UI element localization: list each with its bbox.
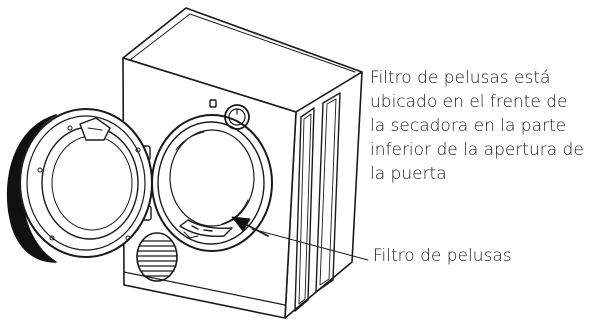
side-vent-right (315, 92, 341, 293)
description-line: ubicado en el frente de (370, 92, 568, 112)
open-door (6, 108, 153, 263)
description-line: Filtro de pelusas está (370, 68, 551, 88)
drum (169, 129, 255, 227)
lint-filter-callout-label: Filtro de pelusas (373, 246, 512, 266)
front-grille (136, 232, 178, 282)
side-vent-left (294, 107, 315, 312)
door-outer-ring (19, 108, 153, 258)
description-line: inferior de la apertura de (370, 140, 584, 160)
power-button-icon (209, 99, 217, 108)
description-line: la puerta (370, 164, 447, 184)
lint-filter-description: Filtro de pelusas está ubicado en el fre… (370, 66, 602, 186)
description-line: la secadora en la parte (370, 116, 567, 136)
callout-leader-line (251, 228, 369, 261)
lint-filter (179, 219, 233, 239)
door-opening (151, 114, 273, 252)
